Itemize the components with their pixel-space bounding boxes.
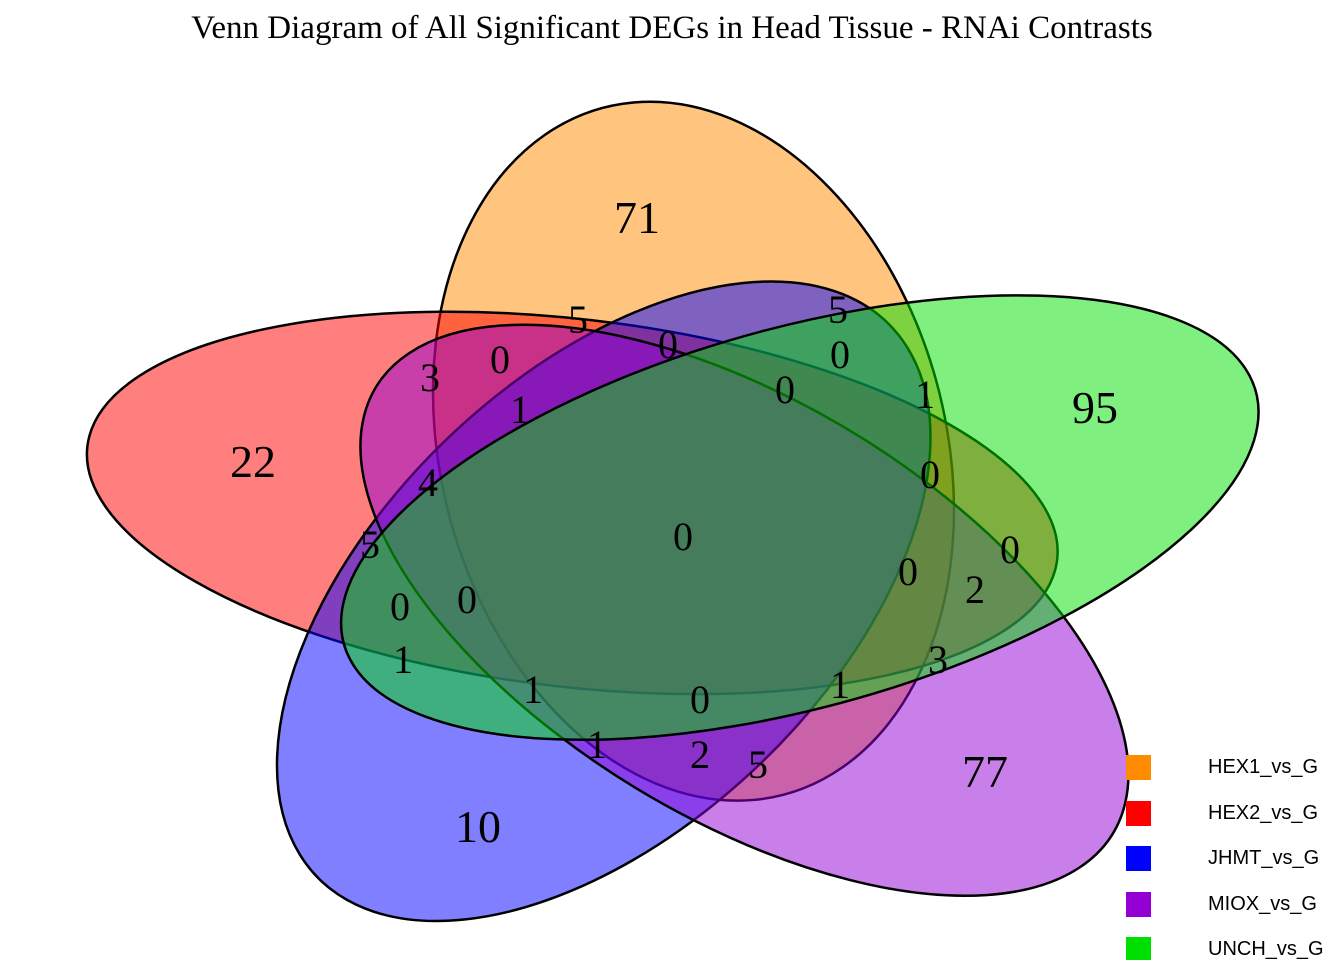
legend-label: HEX1_vs_G — [1208, 756, 1319, 778]
chart-title: Venn Diagram of All Significant DEGs in … — [191, 10, 1153, 46]
legend-item-JHMT_vs_G: JHMT_vs_G — [1126, 846, 1319, 871]
legend-swatch — [1126, 846, 1151, 871]
legend-swatch — [1126, 800, 1151, 826]
legend-swatch — [1126, 891, 1151, 917]
legend-item-MIOX_vs_G: MIOX_vs_G — [1126, 891, 1317, 917]
legend-label: UNCH_vs_G — [1208, 938, 1324, 960]
legend-label: MIOX_vs_G — [1208, 892, 1317, 915]
legend-item-HEX2_vs_G: HEX2_vs_G — [1126, 800, 1319, 826]
legend-item-HEX1_vs_G: HEX1_vs_G — [1126, 755, 1318, 780]
legend-label: HEX2_vs_G — [1208, 801, 1319, 824]
legend-swatch — [1126, 755, 1151, 780]
legend-item-UNCH_vs_G: UNCH_vs_G — [1126, 937, 1324, 960]
legend-label: JHMT_vs_G — [1208, 847, 1320, 869]
venn-ellipse-UNCH_vs_G — [246, 204, 1344, 832]
legend-swatch — [1126, 937, 1151, 960]
